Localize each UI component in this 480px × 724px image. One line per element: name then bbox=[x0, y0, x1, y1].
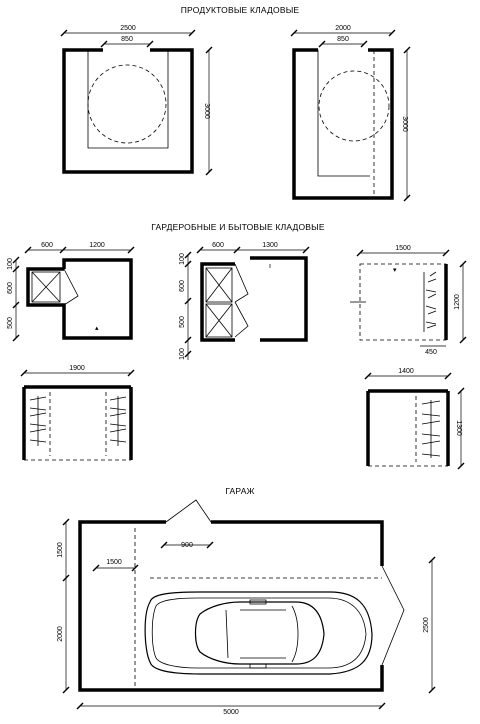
pantry-2-depth: 3000 bbox=[401, 116, 408, 132]
wardrobe-plan-2: 600 1300 100 600 500 100 bbox=[179, 242, 310, 360]
wardrobe-plan-4: 1900 bbox=[20, 365, 135, 461]
wardrobe-plan-3: 1500 ▾ 1200 450 bbox=[350, 245, 467, 356]
wardrobe-1-h2: 600 bbox=[7, 282, 14, 294]
car-outline bbox=[144, 591, 373, 675]
garage-depth: 2500 bbox=[423, 617, 430, 633]
pantry-1-door: 850 bbox=[121, 36, 133, 43]
wardrobe-2-h3: 500 bbox=[179, 316, 186, 328]
wardrobe-2-w1: 600 bbox=[212, 242, 224, 249]
pantry-plan-2: 2000 850 3000 bbox=[290, 25, 411, 202]
wardrobe-2-h4: 100 bbox=[179, 348, 186, 360]
pantry-2-door: 850 bbox=[337, 36, 349, 43]
wardrobe-section-title: ГАРДЕРОБНЫЕ И БЫТОВЫЕ КЛАДОВЫЕ bbox=[151, 222, 325, 232]
garage-plan: 1500 900 1500 2000 2500 5000 bbox=[57, 499, 436, 716]
wardrobe-3-depth: 1200 bbox=[454, 294, 461, 310]
garage-upper: 1500 bbox=[57, 542, 64, 558]
wardrobe-2-w2: 1300 bbox=[262, 242, 278, 249]
wardrobe-3-width: 1500 bbox=[395, 245, 411, 252]
wardrobe-2-h2: 600 bbox=[179, 280, 186, 292]
pantry-2-width: 2000 bbox=[335, 25, 351, 32]
pantry-1-depth: 3000 bbox=[203, 103, 210, 119]
pantry-1-width: 2500 bbox=[120, 25, 136, 32]
wardrobe-2-h1: 100 bbox=[179, 253, 186, 265]
garage-section-title: ГАРАЖ bbox=[225, 486, 254, 496]
garage-length: 5000 bbox=[223, 709, 239, 716]
wardrobe-5-depth: 1300 bbox=[455, 420, 462, 436]
garage-lower: 2000 bbox=[57, 626, 64, 642]
wardrobe-plan-5: 1400 1300 bbox=[364, 368, 465, 470]
wardrobe-1-h3: 500 bbox=[7, 317, 14, 329]
wardrobe-plan-1: 600 1200 100 600 500 ▴ bbox=[7, 242, 135, 342]
svg-text:▴: ▴ bbox=[95, 325, 99, 332]
wardrobe-4-width: 1900 bbox=[69, 365, 85, 372]
wardrobe-3-shelf: 450 bbox=[425, 349, 437, 356]
wardrobe-1-w2: 1200 bbox=[89, 242, 105, 249]
pantry-plan-1: 2500 850 3000 bbox=[60, 25, 213, 176]
garage-left-zone: 1500 bbox=[106, 559, 122, 566]
pantry-section-title: ПРОДУКТОВЫЕ КЛАДОВЫЕ bbox=[181, 5, 300, 15]
svg-text:▾: ▾ bbox=[393, 267, 397, 274]
garage-door: 900 bbox=[181, 542, 193, 549]
wardrobe-1-h1: 100 bbox=[7, 258, 14, 270]
wardrobe-1-w1: 600 bbox=[41, 242, 53, 249]
wardrobe-5-width: 1400 bbox=[398, 368, 414, 375]
